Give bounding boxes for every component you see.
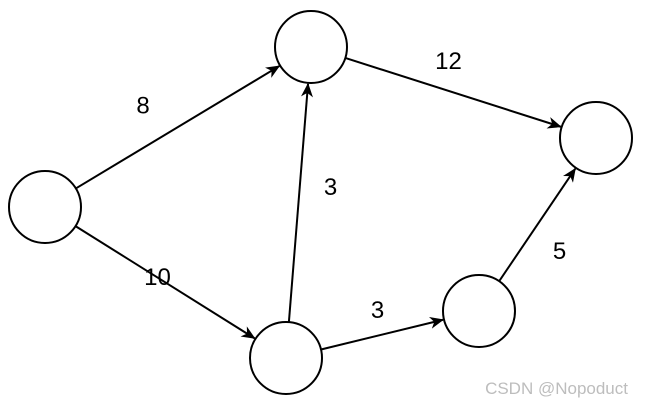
edge-weight-left-to-bottom: 10	[144, 264, 171, 291]
nodes	[8, 10, 633, 395]
edge-left-to-top	[75, 65, 281, 190]
edge-bottom-to-mid-right	[320, 317, 445, 351]
edge-weight-bottom-to-mid-right: 3	[371, 297, 384, 324]
node-top	[274, 10, 348, 84]
edge-weight-mid-right-to-right: 5	[553, 238, 566, 265]
edges	[74, 56, 577, 351]
node-right	[559, 101, 633, 175]
node-bottom	[249, 321, 323, 395]
edge-weight-bottom-to-top: 3	[324, 174, 337, 201]
node-mid-right	[442, 274, 516, 348]
node-left	[8, 170, 82, 244]
edge-weight-left-to-top: 8	[136, 92, 149, 119]
edge-left-to-bottom	[74, 225, 256, 340]
edge-top-to-right	[344, 56, 562, 129]
edge-mid-right-to-right	[498, 167, 577, 282]
edge-weights: 8 10 3 12 3 5	[136, 48, 566, 324]
watermark: CSDN @Nopoduct	[485, 379, 628, 398]
edge-bottom-to-top	[287, 82, 313, 323]
edge-weight-top-to-right: 12	[435, 48, 462, 75]
